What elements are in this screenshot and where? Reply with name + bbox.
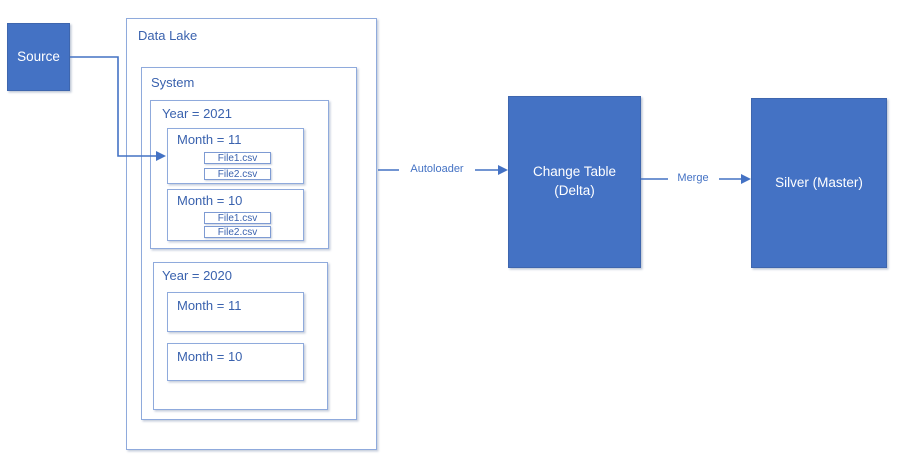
month-11-2021-label: Month = 11 xyxy=(177,132,242,147)
month-11-2020-label: Month = 11 xyxy=(177,298,242,313)
data-lake-label: Data Lake xyxy=(138,28,198,43)
month-10-2020-container xyxy=(167,343,304,381)
month-10-2021-label: Month = 10 xyxy=(177,193,243,208)
month-11-2020-container xyxy=(167,292,304,332)
silver-master-label: Silver (Master) xyxy=(775,174,863,190)
arrowhead-icon xyxy=(741,174,751,184)
file-box: File1.csv xyxy=(204,152,271,164)
year-2020-container xyxy=(153,262,328,410)
year-2020-label: Year = 2020 xyxy=(162,268,233,283)
change-table-label-line2: (Delta) xyxy=(554,183,595,198)
change-table-label-line1: Change Table xyxy=(532,164,617,180)
change-table-node: Change Table (Delta) xyxy=(508,96,641,268)
month-10-2020-label: Month = 10 xyxy=(177,349,243,364)
silver-master-node: Silver (Master) xyxy=(751,98,887,268)
system-label: System xyxy=(151,75,195,90)
file-box: File2.csv xyxy=(204,168,271,180)
merge-flow-label: Merge xyxy=(677,172,709,184)
year-2021-label: Year = 2021 xyxy=(162,106,233,121)
file-box: File2.csv xyxy=(204,226,271,238)
autoloader-flow-label: Autoloader xyxy=(410,163,464,175)
file-box: File1.csv xyxy=(204,212,271,224)
source-node: Source xyxy=(7,23,70,91)
arrowhead-icon xyxy=(498,165,508,175)
source-label: Source xyxy=(17,48,60,64)
